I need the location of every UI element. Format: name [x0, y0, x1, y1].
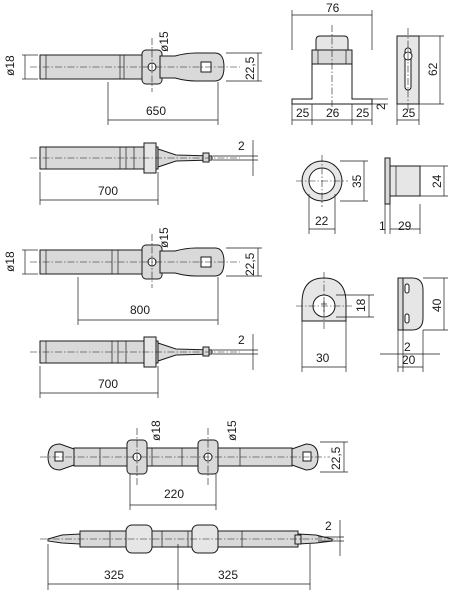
double-bolt-right-length: 325 [218, 568, 238, 582]
socket-front-width: 22 [315, 214, 329, 228]
double-bolt-pin-diameter: ø15 [225, 420, 239, 441]
guide-front-middle: 26 [326, 106, 340, 120]
socket-front-height: 35 [350, 174, 364, 188]
double-bolt-left-length: 325 [104, 568, 124, 582]
guide-front-width: 76 [326, 1, 340, 15]
bolt-800-length: 800 [130, 303, 150, 317]
bolt-650-height: 22,5 [243, 56, 257, 80]
bolt-700-side-view-b [30, 334, 258, 398]
keeper-front-height: 18 [354, 298, 368, 312]
bolt-700-side-view [30, 140, 258, 205]
bolt-650-pin-diameter: ø15 [157, 31, 171, 52]
keeper-front-width: 30 [316, 351, 330, 365]
guide-front-thickness: 2 [374, 103, 388, 110]
guide-front-left: 25 [296, 106, 310, 120]
bolt-800-pin-diameter: ø15 [157, 227, 171, 248]
keeper-side-height: 40 [430, 298, 444, 312]
wall-keeper-side-view [380, 277, 448, 372]
bolt-700-b-thickness: 2 [238, 333, 245, 347]
bolt-800-top-view [22, 234, 262, 325]
guide-side-width: 25 [402, 106, 416, 120]
bolt-700-length: 700 [98, 184, 118, 198]
double-bolt-rod-diameter: ø18 [149, 420, 163, 441]
double-bolt-length: 220 [164, 487, 184, 501]
bolt-800-height: 22,5 [243, 252, 257, 276]
socket-side-height: 24 [430, 174, 444, 188]
bolt-guide-side-view [396, 28, 444, 125]
bolt-800-rod-diameter: ø18 [3, 251, 17, 272]
keeper-side-depth: 20 [402, 353, 416, 367]
guide-front-right: 25 [356, 106, 370, 120]
double-bolt-height: 22,5 [329, 446, 343, 470]
bolt-700-b-length: 700 [98, 377, 118, 391]
socket-side-depth: 29 [398, 219, 412, 233]
double-bolt-top-view [40, 428, 348, 510]
wall-keeper-front-view [296, 272, 374, 372]
guide-side-height: 62 [426, 62, 440, 76]
double-bolt-thickness: 2 [325, 519, 332, 533]
socket-side-thickness: 1 [379, 219, 386, 233]
bolt-650-top-view [22, 38, 262, 125]
bolt-700-thickness: 2 [238, 139, 245, 153]
bolt-650-rod-diameter: ø18 [3, 55, 17, 76]
floor-socket-front-view [296, 155, 368, 234]
double-bolt-side-view [40, 520, 344, 590]
bolt-650-length: 650 [146, 104, 166, 118]
bolt-guide-front-view [291, 10, 388, 125]
keeper-side-thickness: 2 [404, 340, 411, 354]
floor-socket-side-view [384, 157, 448, 234]
